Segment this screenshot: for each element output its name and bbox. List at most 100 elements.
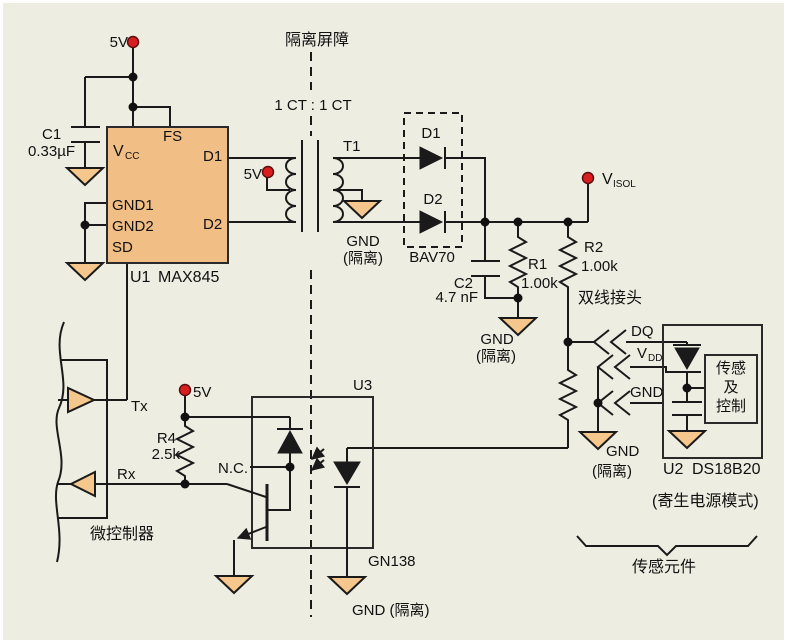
- r2-ref: R2: [584, 239, 603, 256]
- led-series-resistor: [347, 342, 579, 449]
- t1-primary-tap-wire: [266, 177, 290, 191]
- dq-connector-icon: [592, 329, 627, 355]
- brace-shape: [576, 535, 758, 557]
- r1-ref: R1: [528, 256, 547, 273]
- c1-plates: [71, 126, 100, 143]
- d1-label: D1: [421, 125, 440, 142]
- junction-dot: [513, 217, 523, 227]
- r1-gnd-label: GND: [480, 331, 514, 348]
- u1-pin-d2: D2: [203, 216, 222, 233]
- connector-gnd-label: GND: [606, 443, 640, 460]
- u2-mode-note: (寄生电源模式): [652, 492, 759, 510]
- barrier-label: 隔离屏障: [285, 31, 349, 49]
- r2-resistor: R2 1.00k: [347, 222, 618, 449]
- supply-terminal-dot: [261, 165, 275, 179]
- u3-nc-label: N.C.: [218, 460, 248, 477]
- microcontroller: Tx Rx 微控制器: [54, 321, 227, 563]
- t1-gnd-note: (隔离): [343, 250, 383, 267]
- mcu-label: 微控制器: [90, 525, 154, 543]
- visol-sub: ISOL: [613, 179, 636, 190]
- u1-pin-fs: FS: [163, 128, 182, 145]
- sensor-label: 传感元件: [632, 558, 696, 576]
- u2-core-line2: 及: [723, 379, 738, 396]
- u1-pin-vcc: V: [113, 143, 124, 160]
- c1-value: 0.33µF: [28, 143, 75, 160]
- visol-label: V: [602, 171, 613, 188]
- rx-label: Rx: [117, 466, 136, 483]
- bav70-outline: [403, 112, 463, 248]
- r2-value: 1.00k: [581, 258, 618, 275]
- supply-terminal-dot: [178, 383, 192, 397]
- t1-tap-5v: 5V: [244, 166, 262, 183]
- diode-d1: [419, 146, 444, 170]
- u1-pin-sd: SD: [112, 239, 133, 256]
- junction-dot: [513, 293, 523, 303]
- supply-terminal-dot: [581, 171, 595, 185]
- c2-capacitor: C2 4.7 nF: [435, 222, 518, 306]
- light-arrow-icon: [311, 457, 326, 471]
- schematic-background: [3, 3, 784, 640]
- u1-max845-section: 5V FS V CC D1 D2 GND1 GND2 SD U1 MAX845: [66, 34, 296, 400]
- phototransistor-emitter: [236, 526, 267, 540]
- mcu-wires: [58, 399, 227, 485]
- isolation-barrier: 隔离屏障: [285, 31, 349, 617]
- t1-ratio: 1 CT : 1 CT: [274, 97, 351, 114]
- junction-dot: [593, 398, 603, 408]
- u1-pin-gnd2: GND2: [112, 218, 154, 235]
- mcu-box: [57, 359, 108, 519]
- vdd-right-wire: [630, 366, 673, 373]
- u1-pin-gnd1: GND1: [112, 197, 154, 214]
- u1-wires: [84, 47, 296, 400]
- c2-value: 4.7 nF: [435, 289, 478, 306]
- d2-label: D2: [423, 191, 442, 208]
- c1-capacitor: C1 0.33µF: [28, 77, 104, 186]
- junction-dot: [180, 479, 190, 489]
- vdd-label-sub: DD: [648, 353, 662, 364]
- max845-chip-body: [106, 126, 229, 264]
- transformer-t1: T1 1 CT : 1 CT 5V GND (隔离): [244, 97, 420, 267]
- u2-internal-wires: [673, 342, 705, 431]
- bav70-label: BAV70: [409, 249, 455, 266]
- u1-pin-vcc-sub: CC: [125, 151, 139, 162]
- supply-dots: [126, 35, 595, 397]
- junction-dot: [285, 462, 295, 472]
- junction-dot: [128, 102, 138, 112]
- connector-label: 双线接头: [578, 289, 642, 307]
- r4-ref: R4: [157, 430, 176, 447]
- r1-gnd-note: (隔离): [476, 348, 516, 365]
- junction-dot: [180, 412, 190, 422]
- r2-body: [557, 222, 579, 342]
- r4-body: [174, 395, 196, 484]
- u3-anode-supply-wire: [185, 416, 291, 429]
- u2-core-line1: 传感: [716, 360, 746, 377]
- junction-dot: [682, 383, 692, 393]
- r1-resistor: R1 1.00k GND (隔离): [476, 222, 558, 365]
- gnd-pin-label: GND: [630, 384, 664, 401]
- u3-part: GN138: [368, 553, 416, 570]
- junction-dot: [80, 220, 90, 230]
- t1-core: [301, 140, 319, 232]
- t1-primary-winding: [285, 157, 297, 223]
- phototransistor-collector: [226, 483, 267, 498]
- c2-wires: [484, 222, 518, 299]
- c2-ref: C2: [454, 275, 473, 292]
- u2-ref: U2: [663, 461, 684, 478]
- vdd-label: V: [637, 345, 647, 362]
- t1-gnd-label: GND: [346, 233, 380, 250]
- u1-5v-label: 5V: [110, 34, 128, 51]
- two-wire-connector: 双线接头 DQ V DD GND GND (隔离): [568, 289, 687, 480]
- bav70-diodes: D1 D2 BAV70: [403, 112, 463, 266]
- u1-ref: U1: [130, 269, 151, 286]
- r1-value: 1.00k: [521, 275, 558, 292]
- u1-part: MAX845: [158, 269, 219, 286]
- r4-5v-label: 5V: [193, 384, 211, 401]
- u2-internal-capacitor: [672, 401, 702, 416]
- optocoupler-led: [333, 461, 361, 485]
- junction-dot: [480, 217, 490, 227]
- diode-d2: [419, 210, 444, 234]
- u2-core-line3: 控制: [716, 398, 746, 415]
- dq-label: DQ: [631, 323, 654, 340]
- connector-gnd-note: (隔离): [592, 463, 632, 480]
- u2-ds18b20: 传感 及 控制 U2 DS18B20 (寄生电源模式): [652, 324, 763, 510]
